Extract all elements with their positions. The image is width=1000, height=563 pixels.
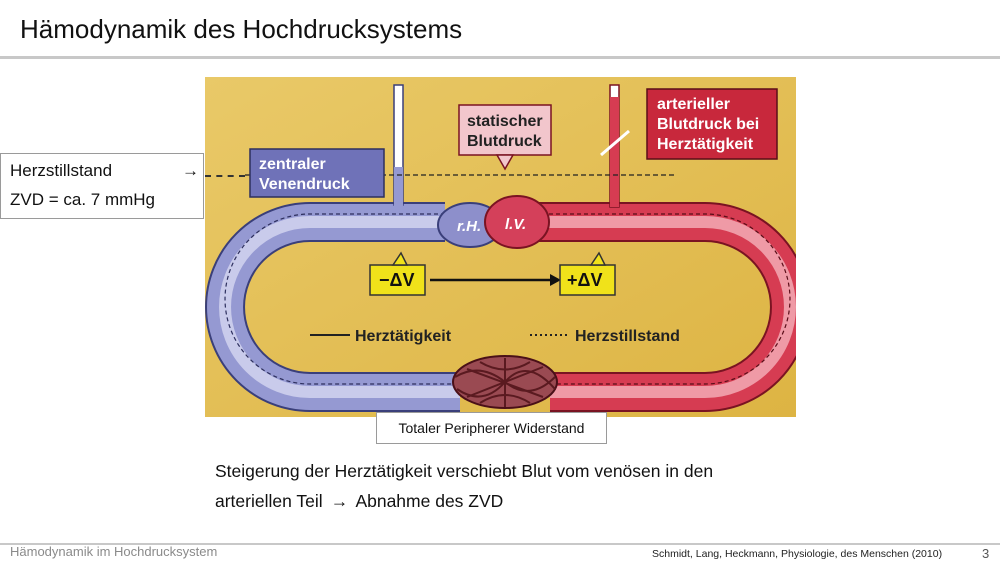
label-statischer-line2: Blutdruck [467, 133, 542, 150]
arterial-dotted-line [535, 213, 791, 385]
footer-topic: Hämodynamik im Hochdrucksystem [10, 544, 218, 559]
box-plus-dv [559, 264, 616, 296]
label-statischer-line1: statischer [467, 113, 543, 130]
caption-line1: Steigerung der Herztätigkeit verschiebt … [215, 461, 714, 481]
label-box-static-pressure [458, 104, 552, 156]
legend-dotted-label: Herzstillstand [575, 328, 680, 345]
left-ventricle [484, 195, 550, 249]
slide-title: Hämodynamik des Hochdrucksystems [20, 14, 463, 44]
callout-line1: Herzstillstand [10, 161, 113, 180]
footer-source: Schmidt, Lang, Heckmann, Physiologie, de… [652, 548, 943, 560]
title-divider [0, 56, 1000, 59]
cardiac-arrest-callout: Herzstillstand → ZVD = ca. 7 mmHg [0, 153, 204, 219]
callout-line2: ZVD = ca. 7 mmHg [10, 190, 156, 209]
label-box-arterial-pressure [646, 88, 778, 160]
circulation-diagram: r.H. l.V. zentraler Venendruck statische… [205, 77, 796, 417]
label-minus-dv: −ΔV [379, 270, 414, 290]
label-plus-dv: +ΔV [567, 270, 602, 290]
venous-pressure-column [394, 167, 403, 207]
caption-line2: arteriellen Teil → Abnahme des ZVD [215, 486, 713, 516]
label-arterieller-line3: Herztätigkeit [657, 136, 754, 153]
box-minus-dv-pointer [391, 251, 409, 266]
legend-solid-label: Herztätigkeit [355, 328, 452, 345]
box-minus-dv [369, 264, 426, 296]
caption-line2-a: arteriellen Teil [215, 491, 323, 511]
page-number: 3 [982, 546, 990, 561]
label-zentraler-line1: zentraler [259, 156, 326, 173]
label-arterieller-line2: Blutdruck bei [657, 116, 759, 133]
label-arterieller-line1: arterieller [657, 96, 730, 113]
peripheral-resistance-label: Totaler Peripherer Widerstand [376, 412, 607, 444]
tube-break-mark [600, 129, 630, 157]
box-plus-dv-pointer [589, 251, 607, 266]
label-box-static-pointer [495, 154, 515, 171]
footer-divider [0, 543, 1000, 545]
label-box-central-venous [249, 148, 385, 198]
callout-row1: Herzstillstand → [10, 156, 203, 185]
dv-arrowhead [550, 274, 561, 286]
label-zentraler-line2: Venendruck [259, 176, 350, 193]
arrow-right-icon: → [330, 491, 349, 511]
caption-line2-b: Abnahme des ZVD [355, 491, 504, 511]
slide-caption: Steigerung der Herztätigkeit verschiebt … [215, 456, 713, 516]
callout-leader-line [205, 175, 245, 177]
venous-dotted-line [224, 213, 460, 385]
label-lv: l.V. [505, 216, 526, 233]
diagram-svg: r.H. l.V. zentraler Venendruck statische… [205, 77, 796, 417]
arterial-pressure-column [610, 97, 619, 207]
label-rh: r.H. [457, 218, 481, 235]
capillary-network [452, 355, 558, 409]
arrow-right-icon: → [182, 161, 199, 180]
